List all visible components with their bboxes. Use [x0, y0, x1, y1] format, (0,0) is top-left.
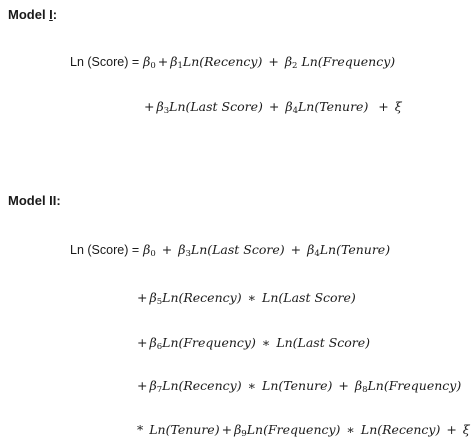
plus-sign: +	[378, 99, 389, 114]
times-sign: *	[137, 422, 144, 437]
error-term: ξ	[462, 422, 470, 437]
term-ln-tenure: Ln(Tenure)	[319, 242, 391, 257]
beta-5: β5	[149, 290, 163, 307]
plus-sign: +	[290, 242, 302, 257]
model-1-lhs: Ln (Score) =	[70, 55, 140, 69]
term-ln-last-score: Ln(Last Score)	[169, 99, 263, 114]
plus-sign: +	[268, 99, 280, 114]
term-ln-last-score: Ln(Last Score)	[190, 242, 285, 257]
plus-sign: +	[137, 335, 148, 350]
beta-8: β8	[354, 378, 368, 395]
term-ln-frequency: Ln(Frequency)	[246, 422, 341, 437]
beta-3: β3	[156, 99, 170, 116]
model-2-heading: Model II:	[8, 193, 61, 208]
beta-9: β9	[234, 422, 247, 439]
plus-sign: +	[157, 54, 169, 69]
error-term: ξ	[394, 99, 402, 114]
beta-4: β4	[285, 99, 298, 116]
model-1-heading: Model I:	[8, 7, 57, 22]
term-ln-recency: Ln(Recency)	[182, 54, 263, 69]
plus-sign: +	[137, 378, 148, 393]
beta-6: β6	[149, 335, 163, 352]
times-sign: ∗	[346, 422, 355, 437]
beta-1: β1	[170, 54, 183, 71]
term-ln-recency: Ln(Recency)	[162, 290, 242, 305]
term-ln-last-score: Ln(Last Score)	[262, 290, 356, 305]
times-sign: ∗	[247, 378, 257, 393]
model-1-equation-line-2: +β3Ln(Last Score) + β4Ln(Tenure) + ξ	[142, 99, 402, 115]
plus-sign: +	[221, 422, 233, 437]
model-1-heading-prefix: Model	[8, 7, 50, 22]
model-2-equation-line-4: +β7Ln(Recency) ∗ Ln(Tenure) + β8Ln(Frequ…	[135, 378, 461, 394]
plus-sign: +	[144, 99, 155, 114]
term-ln-frequency: Ln(Frequency)	[367, 378, 462, 393]
beta-3: β3	[178, 242, 191, 259]
term-ln-last-score: Ln(Last Score)	[276, 335, 371, 350]
term-ln-tenure: Ln(Tenure)	[297, 99, 369, 114]
times-sign: ∗	[247, 290, 257, 305]
model-1-heading-suffix: :	[52, 7, 58, 22]
beta-7: β7	[149, 378, 163, 395]
term-ln-frequency: Ln(Frequency)	[162, 335, 256, 350]
term-ln-frequency: Ln(Frequency)	[301, 54, 396, 69]
model-1-equation-line-1: Ln (Score) = β0+β1Ln(Recency) + β2 Ln(Fr…	[70, 54, 395, 70]
model-2-equation-line-1: Ln (Score) = β0 + β3Ln(Last Score) + β4L…	[70, 242, 390, 258]
model-2-lhs: Ln (Score) =	[70, 243, 140, 257]
term-ln-tenure: Ln(Tenure)	[262, 378, 333, 393]
plus-sign: +	[137, 290, 148, 305]
plus-sign: +	[446, 422, 457, 437]
model-2-equation-line-5: * Ln(Tenure)+β9Ln(Frequency) ∗ Ln(Recenc…	[135, 422, 470, 438]
beta-4: β4	[307, 242, 320, 259]
times-sign: ∗	[261, 335, 271, 350]
model-2-equation-line-2: +β5Ln(Recency) ∗ Ln(Last Score)	[135, 290, 356, 306]
plus-sign: +	[268, 54, 279, 69]
plus-sign: +	[161, 242, 173, 257]
beta-0: β0	[143, 242, 156, 259]
term-ln-tenure: Ln(Tenure)	[149, 422, 220, 437]
term-ln-recency: Ln(Recency)	[360, 422, 441, 437]
term-ln-recency: Ln(Recency)	[162, 378, 242, 393]
beta-0: β0	[143, 54, 156, 71]
model-2-equation-line-3: +β6Ln(Frequency) ∗ Ln(Last Score)	[135, 335, 370, 351]
beta-2: β2	[284, 54, 298, 71]
model-1-heading-numeral: I	[49, 7, 53, 22]
plus-sign: +	[338, 378, 349, 393]
